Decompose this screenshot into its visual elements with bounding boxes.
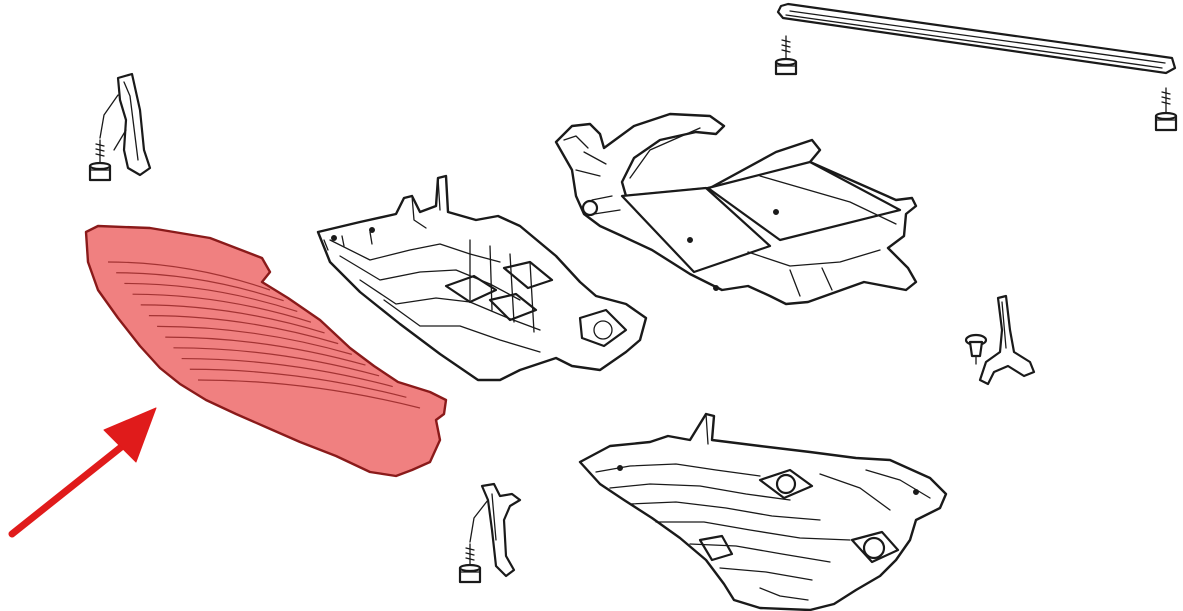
cross-brace-bar [776, 2, 1177, 75]
front-subframe-cradle [554, 112, 918, 306]
shield-rib [181, 357, 393, 388]
shield-rib [124, 282, 298, 313]
bolt-brace-left [774, 35, 798, 76]
shield-rib [107, 261, 271, 291]
shield-rib [173, 347, 380, 377]
pointer-arrow [8, 407, 157, 538]
bolt-bottom [458, 543, 482, 584]
pointer-arrow-shaft [8, 436, 134, 538]
shield-rib [157, 325, 352, 355]
shield-rib [165, 336, 366, 366]
rear-underbody-shield [578, 412, 948, 611]
mounting-bracket-bottom [469, 482, 522, 578]
shield-rib [140, 304, 325, 334]
front-splash-shield-ribs [107, 261, 421, 409]
shield-rib [197, 379, 421, 409]
mounting-bracket-top-left [99, 72, 152, 177]
bolt-top-left [88, 139, 112, 182]
shield-rib [116, 272, 284, 302]
shield-rib [132, 293, 312, 323]
shield-rib [148, 315, 339, 345]
pointer-arrow-head [103, 407, 157, 463]
bolt-brace-right [1154, 87, 1178, 132]
front-splash-shield-body [84, 224, 448, 478]
center-splash-shield [316, 174, 648, 382]
push-clip-right [964, 333, 988, 365]
front-splash-shield [84, 224, 448, 478]
shield-rib [189, 368, 407, 398]
mounting-bracket-right [978, 294, 1036, 386]
